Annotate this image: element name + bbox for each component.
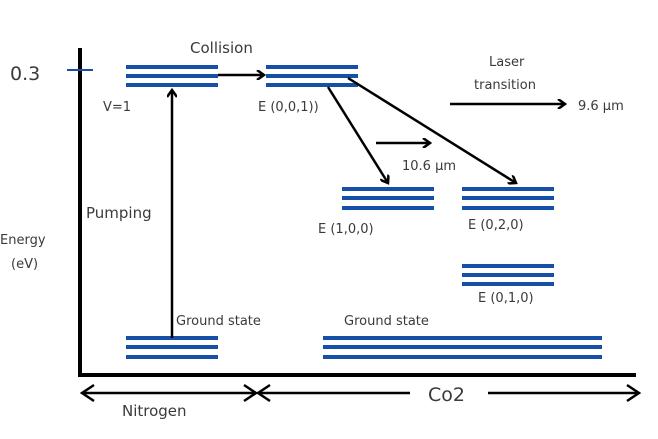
wavelength-96-label: 9.6 µm — [578, 99, 624, 114]
transition-arrow-to-100 — [326, 86, 388, 183]
level-n2-v1 — [126, 65, 218, 87]
level-co2-010 — [462, 264, 554, 286]
level-co2-020 — [462, 187, 554, 210]
transition-arrow-to-020 — [347, 76, 516, 183]
co2-label: Co2 — [428, 384, 465, 406]
tick-label: 0.3 — [10, 63, 40, 85]
level-label-co2-001: E (0,0,1)) — [258, 100, 319, 115]
level-label-n2-ground: Ground state — [176, 314, 261, 329]
level-label-co2-ground: Ground state — [344, 314, 429, 329]
co2-range-arrow — [255, 383, 642, 403]
level-label-co2-010: E (0,1,0) — [478, 291, 534, 306]
pumping-label: Pumping — [86, 204, 152, 222]
nitrogen-label: Nitrogen — [122, 402, 187, 420]
level-co2-001 — [266, 65, 358, 87]
level-n2-ground — [126, 336, 218, 359]
level-label-n2-v1: V=1 — [103, 100, 131, 115]
nitrogen-range-arrow — [79, 383, 259, 403]
laser-label-line2: transition — [474, 78, 536, 93]
y-axis-label-line2: (eV) — [11, 257, 38, 272]
collision-label: Collision — [190, 39, 253, 57]
level-co2-100 — [342, 187, 434, 210]
wavelength-106-label: 10.6 µm — [402, 159, 456, 174]
level-label-co2-020: E (0,2,0) — [468, 218, 524, 233]
level-label-co2-100: E (1,0,0) — [318, 222, 374, 237]
y-axis-label-line1: Energy — [0, 233, 46, 248]
laser-label-line1: Laser — [489, 55, 525, 70]
level-co2-ground — [323, 336, 602, 359]
